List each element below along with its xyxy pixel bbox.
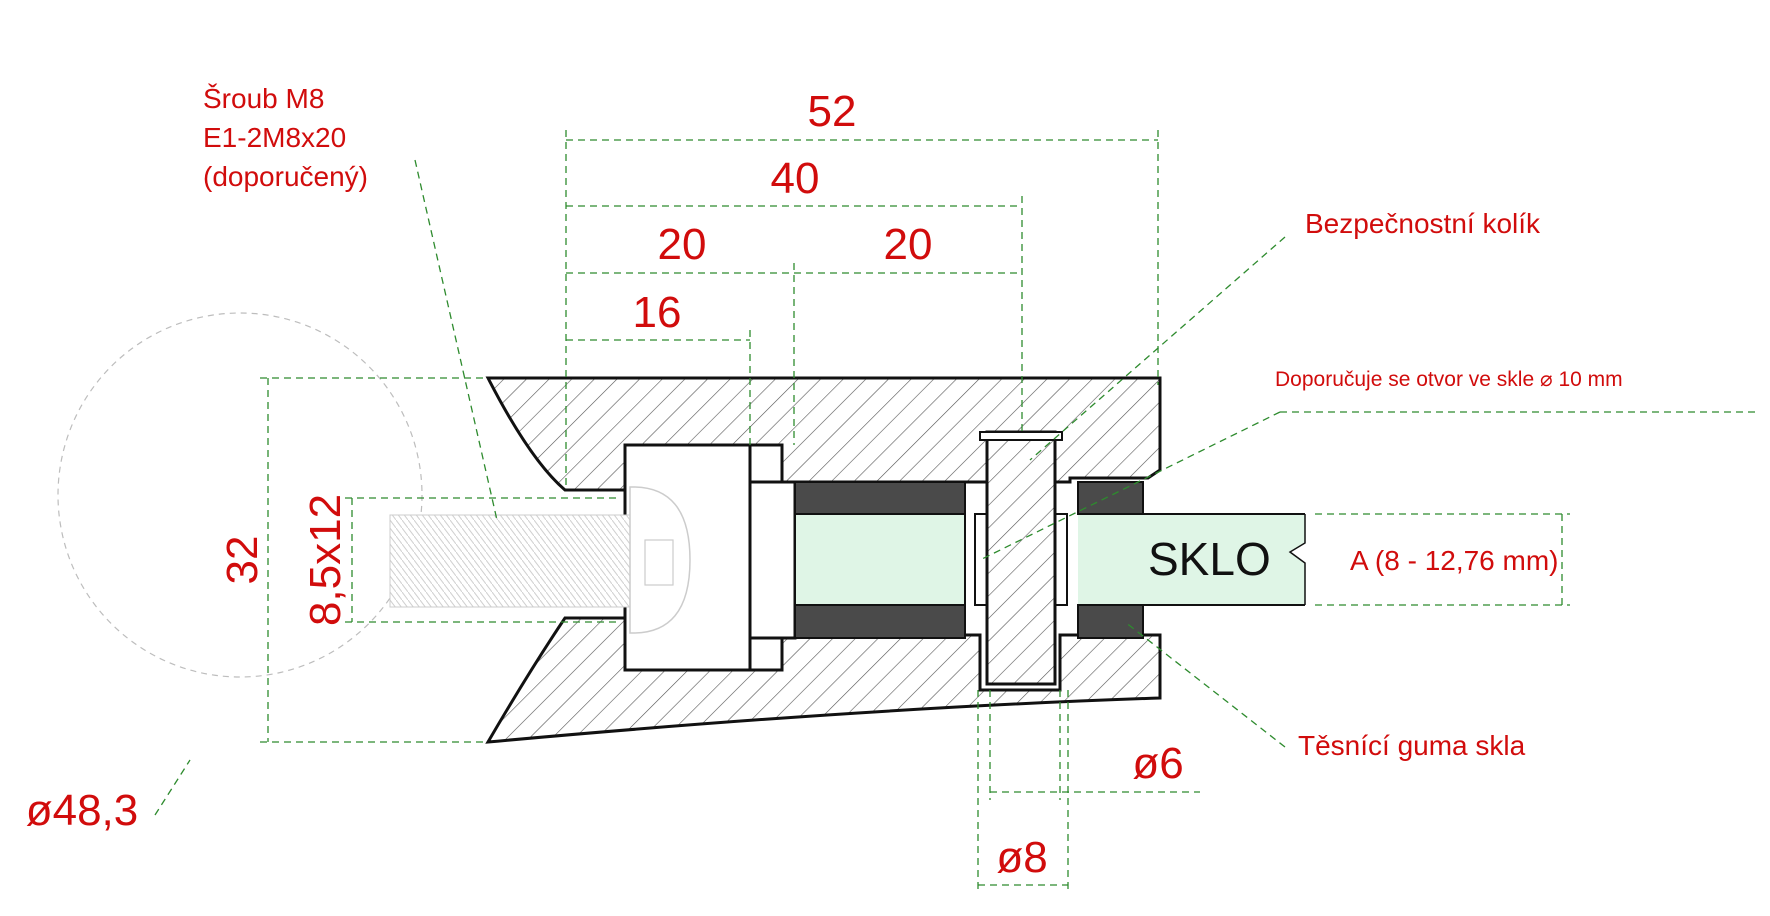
dim-20-left: 20	[658, 220, 707, 269]
dim-pin-6: ø6	[1132, 739, 1183, 788]
screw-head	[629, 486, 691, 634]
screw-label-line1: Šroub M8	[203, 83, 324, 114]
washer-left	[974, 513, 988, 606]
dim-32: 32	[218, 536, 267, 585]
screw-thread	[389, 514, 631, 608]
safety-pin	[985, 430, 1057, 686]
glass-panel-outer	[1078, 514, 1305, 605]
gasket-lower-right	[1077, 604, 1144, 639]
dim-40: 40	[771, 154, 820, 203]
gasket-upper-left	[794, 481, 966, 515]
glass-panel-inner	[794, 513, 966, 606]
dim-16: 16	[633, 288, 682, 337]
gasket-label: Těsnící guma skla	[1298, 730, 1526, 761]
dim-52: 52	[808, 87, 857, 136]
screw-hex-socket	[644, 539, 674, 586]
dim-20-right: 20	[884, 220, 933, 269]
screw-label-line2: E1-2M8x20	[203, 122, 346, 153]
pipe-outline	[57, 312, 423, 678]
glass-hole-note: Doporučuje se otvor ve skle ⌀ 10 mm	[1275, 368, 1623, 391]
dimension-lines	[154, 130, 1760, 892]
dim-slot: 8,5x12	[301, 494, 350, 626]
gasket-lower-left	[794, 604, 966, 639]
washer-right	[1054, 513, 1068, 606]
dim-pipe-diameter: ø48,3	[26, 786, 139, 835]
dim-pin-8: ø8	[996, 833, 1047, 882]
glass-label: SKLO	[1148, 533, 1271, 585]
gasket-upper-right	[1077, 481, 1144, 515]
safety-pin-label: Bezpečnostní kolík	[1305, 208, 1541, 239]
glass-thickness-label: A (8 - 12,76 mm)	[1350, 545, 1559, 576]
screw-shank-cavity	[748, 480, 797, 640]
screw-label-line3: (doporučený)	[203, 161, 368, 192]
